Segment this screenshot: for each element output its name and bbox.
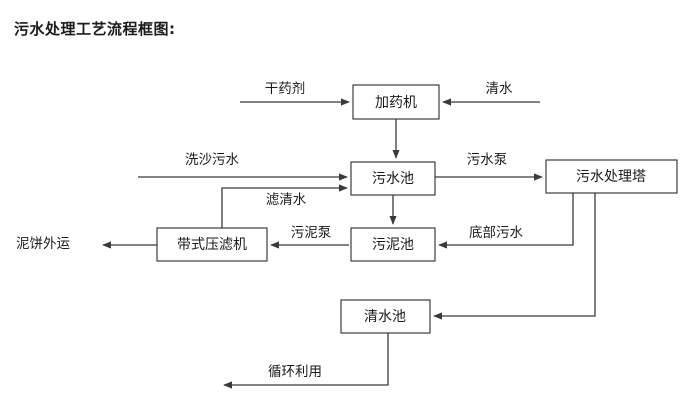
edge-dry-agent-to-dosing: 干药剂	[240, 81, 350, 106]
node-sludge-pool[interactable]: 污泥池	[350, 227, 436, 262]
node-label-clear-water-pool: 清水池	[364, 309, 406, 325]
edge-label-sludge-pump: 污泥泵	[291, 225, 332, 241]
edge-label-recycle-use: 循环利用	[268, 364, 322, 380]
edge-tower-to-clearpool	[433, 193, 596, 320]
edge-label-filtered-water: 滤清水	[266, 192, 307, 208]
edge-sewage-pump-to-tower: 污水泵	[435, 152, 543, 181]
node-label-treatment-tower: 污水处理塔	[576, 169, 646, 185]
node-clear-water-pool[interactable]: 清水池	[340, 299, 431, 334]
edge-clean-water-to-dosing: 清水	[442, 81, 540, 106]
edge-sand-wash-water-to-wastepool: 洗沙污水	[138, 152, 348, 181]
edge-label-dry-agent: 干药剂	[265, 81, 306, 97]
edge-filtered-water-to-wastepool: 滤清水	[221, 184, 348, 228]
node-belt-filter-press[interactable]: 带式压滤机	[156, 227, 268, 262]
node-wastewater-pool[interactable]: 污水池	[350, 161, 436, 196]
edge-sludge-pump-to-press: 污泥泵	[270, 225, 349, 249]
node-label-wastewater-pool: 污水池	[372, 171, 414, 187]
node-treatment-tower[interactable]: 污水处理塔	[545, 159, 678, 194]
node-label-dosing-machine: 加药机	[375, 95, 417, 111]
edge-label-sewage-pump: 污水泵	[467, 152, 508, 168]
page-title: 污水处理工艺流程框图:	[14, 20, 176, 38]
edge-bottom-sewage-to-sludge: 底部污水	[438, 193, 574, 249]
edge-label-bottom-sewage: 底部污水	[469, 225, 523, 241]
edge-label-sand-wash-water: 洗沙污水	[185, 152, 239, 168]
node-label-sludge-pool: 污泥池	[372, 237, 414, 253]
terminal-label-mud-cake-out: 泥饼外运	[16, 236, 70, 252]
node-dosing-machine[interactable]: 加药机	[352, 84, 440, 120]
node-label-belt-filter-press: 带式压滤机	[177, 237, 247, 253]
edge-clearpool-to-recycle: 循环利用	[223, 333, 389, 389]
edge-label-clean-water: 清水	[486, 81, 514, 97]
